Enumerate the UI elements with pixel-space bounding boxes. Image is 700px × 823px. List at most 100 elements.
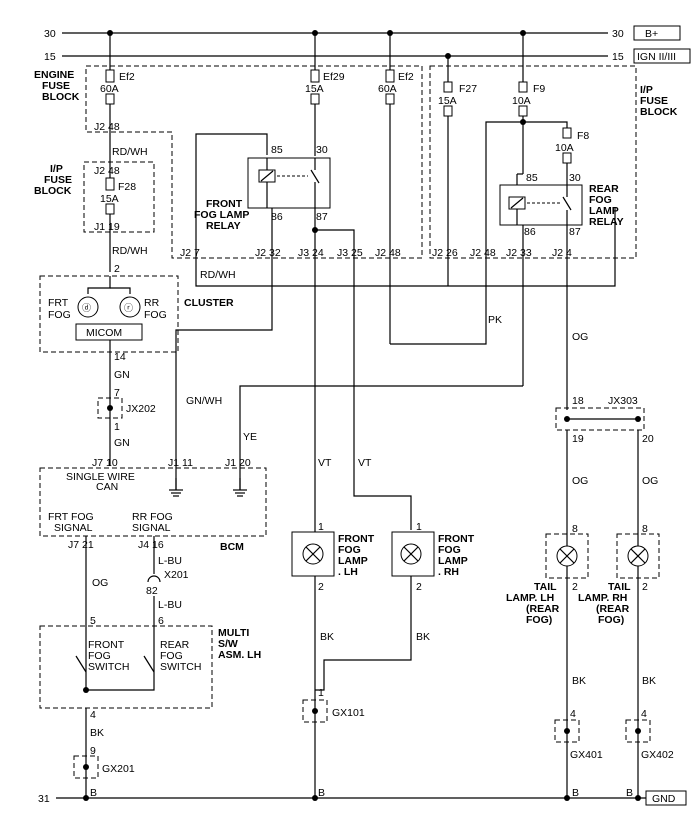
gnd-pin-gx201: B — [90, 787, 97, 799]
wire-pk: PK — [488, 314, 502, 326]
engine-fuse-block-title-3: BLOCK — [42, 91, 80, 103]
tail-rh-label-1: TAIL — [608, 581, 631, 593]
front-fog-indicator-icon — [77, 296, 99, 318]
ff-rh-pin-2: 2 — [416, 581, 422, 593]
front-fog-lamp-relay: 85 30 86 87 FRONT FOG LAMP RELAY — [194, 144, 331, 232]
rail-b-plus-num-left: 30 — [44, 28, 56, 40]
rear-relay-pin-87: 87 — [569, 226, 581, 238]
wire-rdwh-relay: RD/WH — [200, 269, 236, 281]
cluster-micom: MICOM — [86, 327, 122, 339]
wire-rdwh-cluster: RD/WH — [112, 245, 148, 257]
rear-relay-switch-icon — [562, 196, 572, 211]
multi-switch-pin-6: 6 — [158, 615, 164, 627]
wire-bk-ff-lh: BK — [320, 631, 334, 643]
ff-rh-label-2: FOG — [438, 544, 461, 556]
pin-j3-24: J3 24 — [298, 247, 324, 259]
bcm-pin-j7-21: J7 21 — [68, 539, 94, 551]
tail-lamp-rh: 8 2 TAIL LAMP. RH (REAR FOG) — [578, 523, 660, 626]
front-relay-pin-87: 87 — [316, 211, 328, 223]
pin-j2-4: J2 4 — [552, 247, 572, 259]
jx202-pin-bottom: 1 — [114, 421, 120, 433]
gx201-name: GX201 — [102, 763, 135, 775]
jx202-pin-top: 7 — [114, 387, 120, 399]
x201-pin: 82 — [146, 585, 158, 597]
tail-rh-pin-2: 2 — [642, 581, 648, 593]
pin-j2-48-ip: J2 48 — [470, 247, 496, 259]
front-fog-switch-2: FOG — [88, 650, 111, 662]
tail-lh-label-2: LAMP. LH — [506, 592, 554, 604]
tail-lh-pin-2: 2 — [572, 581, 578, 593]
front-fog-switch-1: FRONT — [88, 639, 125, 651]
ff-lh-pin-1: 1 — [318, 521, 324, 533]
fuse-ef29-name: Ef29 — [323, 71, 345, 83]
fuse-ef2-right-name: Ef2 — [398, 71, 414, 83]
cluster-rr-1: RR — [144, 297, 160, 309]
ground-splices — [83, 795, 641, 801]
ff-rh-label-4: . RH — [438, 566, 459, 578]
front-fog-lamp-lh: 1 2 FRONT FOG LAMP . LH — [291, 521, 375, 593]
ip-right-title-2: FUSE — [640, 95, 668, 107]
rear-relay-pin-30: 30 — [569, 172, 581, 184]
wire-bk-switch: BK — [90, 727, 104, 739]
svg-text:ⓓ: ⓓ — [82, 303, 91, 313]
front-relay-pin-86: 86 — [271, 211, 283, 223]
fuse-ef2-right-rating: 60A — [378, 83, 397, 95]
pin-j1-19: J1 19 — [94, 221, 120, 233]
fuse-f8-name: F8 — [577, 130, 589, 142]
cluster: 2 FRT FOG ⓓ ⓡ RR FOG MICOM CLUSTER 14 — [39, 263, 234, 363]
fuse-ef2-left-icon — [105, 69, 115, 83]
pin-j2-48-ip-left: J2 48 — [94, 165, 120, 177]
rear-fog-switch-3: SWITCH — [160, 661, 201, 673]
pin-j2-48-engine-bottom: J2 48 — [375, 247, 401, 259]
cluster-pin-in: 2 — [114, 263, 120, 275]
rail-gnd: 31 GND — [38, 790, 687, 806]
pin-j2-7: J2 7 — [180, 247, 200, 259]
bcm-pin-j1-11: J1 11 — [168, 457, 193, 469]
ip-fuse-block-left: I/P FUSE BLOCK RD/WH J2 48 F28 15A J1 19… — [34, 146, 155, 272]
wire-og-rear: OG — [572, 331, 588, 343]
ip-left-title-2: FUSE — [44, 174, 72, 186]
pin-j2-48-engine: J2 48 — [94, 121, 120, 133]
connector-gx402: 4 GX402 — [625, 708, 674, 761]
rear-fog-indicator-icon — [119, 296, 141, 318]
gx401-pin: 4 — [570, 708, 576, 720]
rail-ign-num-right: 15 — [612, 51, 624, 63]
connector-jx303: 18 JX303 19 20 — [555, 395, 654, 445]
wire-lbu-top: L-BU — [158, 555, 182, 567]
rear-fog-switch-1: REAR — [160, 639, 190, 651]
ff-lh-label-4: . LH — [338, 566, 358, 578]
ff-lh-pin-2: 2 — [318, 581, 324, 593]
bcm-single-wire-1: SINGLE WIRE — [66, 471, 135, 483]
fuse-f8-rating: 10A — [555, 142, 574, 154]
tail-rh-pin-8: 8 — [642, 523, 648, 535]
fuse-ef2-left-rating: 60A — [100, 83, 119, 95]
ff-rh-label-1: FRONT — [438, 533, 475, 545]
ff-lh-label-2: FOG — [338, 544, 361, 556]
tail-rh-label-2: LAMP. RH — [578, 592, 627, 604]
bcm-ground-icon-1 — [169, 478, 183, 497]
rail-ign-num-left: 15 — [44, 51, 56, 63]
multi-switch-asm: 5 6 FRONT FOG SWITCH REAR FOG SWITCH MUL… — [39, 615, 261, 721]
front-relay-label-2: FOG LAMP — [194, 209, 249, 221]
wire-og-bcm: OG — [92, 577, 108, 589]
rear-fog-lamp-relay: 85 30 86 87 REAR FOG LAMP RELAY — [239, 122, 624, 490]
engine-fuse-block-title-2: FUSE — [42, 80, 70, 92]
connector-gx201: 9 GX201 — [73, 745, 135, 779]
pin-j3-25: J3 25 — [337, 247, 363, 259]
rear-relay-label-3: LAMP — [589, 205, 619, 217]
rail-gnd-name: GND — [652, 793, 676, 805]
rail-b-plus-name: B+ — [645, 28, 658, 40]
front-relay-switch-icon — [310, 169, 320, 184]
ff-lh-label-3: LAMP — [338, 555, 368, 567]
fuse-f8-icon — [562, 127, 572, 139]
cluster-frt-1: FRT — [48, 297, 69, 309]
gx101-pin: 1 — [318, 687, 324, 699]
multi-switch-label-2: S/W — [218, 638, 238, 650]
front-relay-pin-30: 30 — [316, 144, 328, 156]
rear-relay-label-2: FOG — [589, 194, 612, 206]
bcm-label: BCM — [220, 541, 244, 553]
bcm-pin-j7-10: J7 10 — [92, 457, 118, 469]
fuse-ef2-right-icon — [385, 69, 395, 83]
rear-relay-label-4: RELAY — [589, 216, 624, 228]
